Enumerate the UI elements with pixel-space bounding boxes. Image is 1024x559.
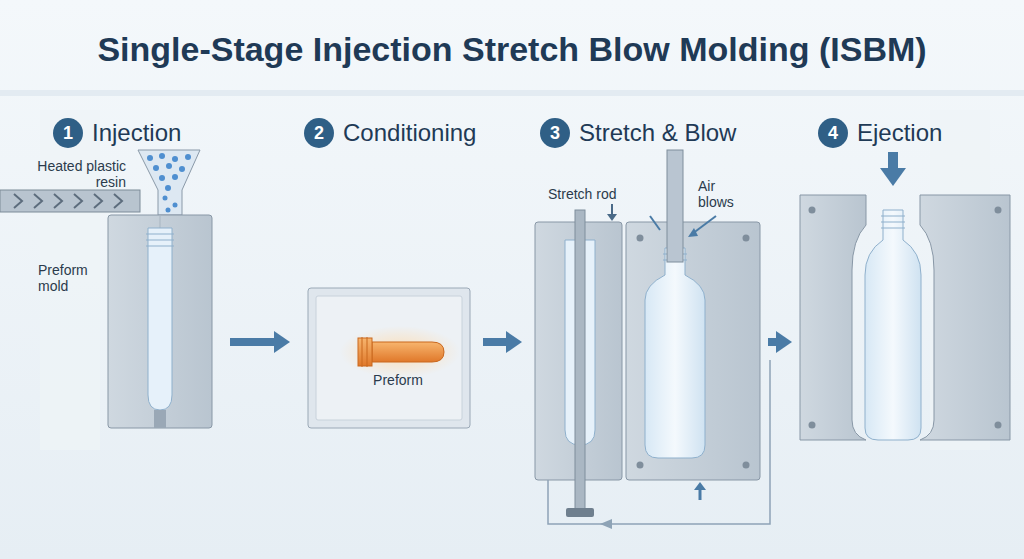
flow-arrow (483, 331, 522, 353)
flow-arrow (230, 331, 290, 353)
step-heading: Stretch & Blow (579, 118, 736, 148)
callout-label: Stretch rod (548, 186, 628, 202)
callout-label: Preform mold (38, 262, 100, 294)
stage-panel: 1Injection (108, 215, 212, 428)
diagram-title: Single-Stage Injection Stretch Blow Mold… (0, 30, 1024, 69)
step-heading: Conditioning (343, 118, 476, 148)
flow-arrow (768, 331, 792, 353)
step-heading: Ejection (857, 118, 942, 148)
callout-label: Air blows (698, 178, 744, 210)
callout-label: Preform (358, 372, 438, 388)
step-heading: Injection (92, 118, 181, 148)
step-number: 3 (540, 118, 570, 148)
stage-panel: 2Conditioning (308, 288, 470, 428)
step-number: 4 (818, 118, 848, 148)
step-number: 1 (53, 118, 83, 148)
stage-panel: 3Stretch & Blow (535, 222, 760, 480)
callout-label: Heated plastic resin (36, 158, 126, 190)
step-number: 2 (304, 118, 334, 148)
stage-panel: 4Ejection (800, 195, 1010, 440)
